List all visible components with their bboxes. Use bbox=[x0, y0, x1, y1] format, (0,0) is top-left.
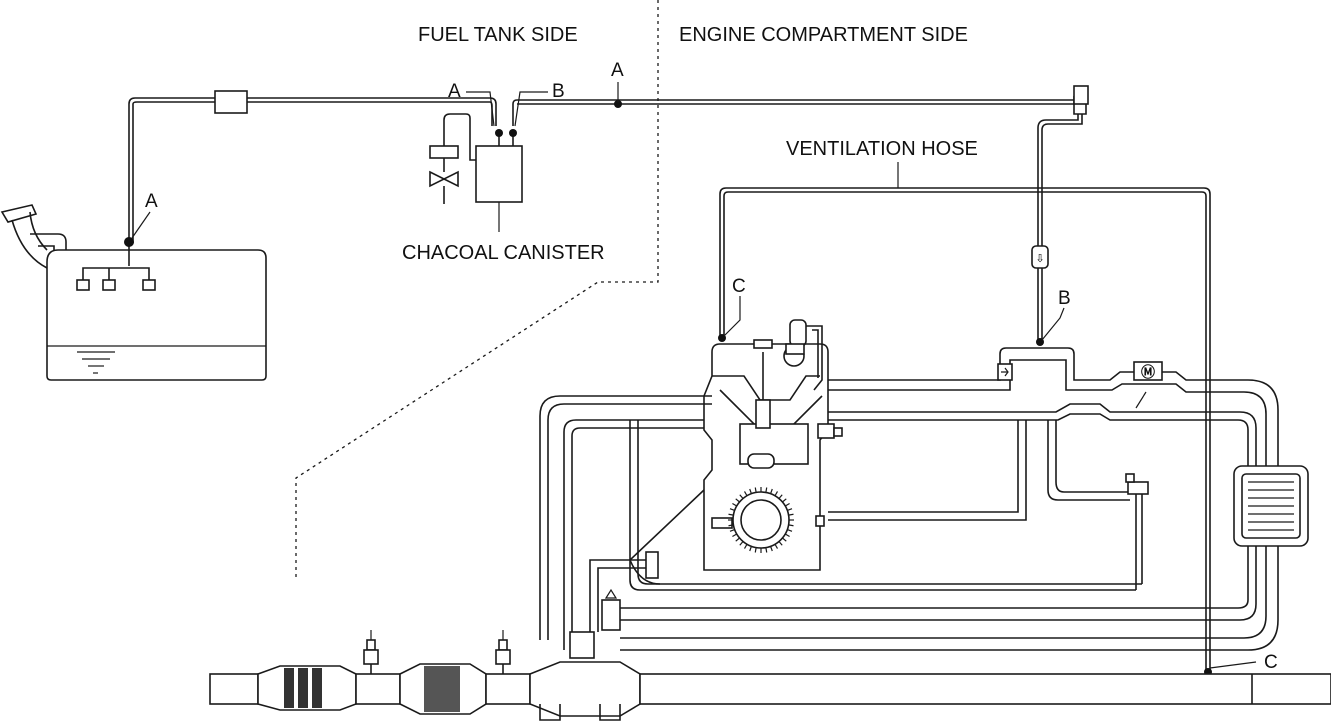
ventilation-hose-label: VENTILATION HOSE bbox=[786, 138, 978, 160]
crank-tooth bbox=[774, 491, 779, 497]
crank-tooth bbox=[782, 498, 787, 503]
crank-tooth bbox=[743, 491, 748, 497]
label-exhaust-C: C bbox=[1264, 652, 1278, 673]
crank-tooth bbox=[728, 524, 734, 527]
label-tank-A: A bbox=[145, 191, 158, 212]
sensor-1 bbox=[1125, 473, 1149, 590]
crank-tooth bbox=[770, 546, 773, 552]
label-canister-B: B bbox=[552, 81, 565, 102]
vapor-line-tank bbox=[128, 97, 215, 243]
crank-tooth bbox=[778, 541, 783, 546]
fuel-level-icon bbox=[77, 351, 115, 374]
crank-tooth bbox=[765, 547, 768, 553]
crank-tooth bbox=[735, 498, 740, 503]
crank-tooth bbox=[729, 508, 735, 511]
purge-solenoid bbox=[997, 363, 1013, 381]
oxygen-sensor-1 bbox=[363, 630, 379, 674]
engine bbox=[703, 319, 843, 571]
ventilation-hose bbox=[719, 187, 1211, 672]
crank-tooth bbox=[749, 488, 752, 494]
crank-tooth bbox=[788, 513, 794, 516]
crank-tooth bbox=[728, 513, 734, 516]
crank-tooth bbox=[754, 487, 757, 493]
label-engine-C: C bbox=[732, 276, 746, 297]
motor-icon: Ⓜ bbox=[1141, 364, 1155, 380]
oxygen-sensor-2 bbox=[495, 630, 511, 674]
label-intake-B: B bbox=[1058, 288, 1071, 309]
crank-tooth bbox=[735, 537, 740, 542]
crank-tooth bbox=[770, 488, 773, 494]
purge-connector bbox=[1073, 85, 1089, 105]
connection-point-line-A bbox=[614, 100, 622, 108]
exhaust-system bbox=[209, 661, 1331, 721]
crank-tooth bbox=[782, 537, 787, 542]
crank-tooth bbox=[732, 502, 738, 507]
fuel-tank-side-label: FUEL TANK SIDE bbox=[418, 24, 578, 46]
label-line-A: A bbox=[611, 60, 624, 81]
label-canister-A: A bbox=[448, 81, 461, 102]
check-valve: ⇩ bbox=[1031, 245, 1049, 269]
air-cleaner bbox=[1233, 465, 1309, 547]
fuel-tank bbox=[46, 249, 267, 381]
crank-tooth bbox=[765, 487, 768, 493]
crank-tooth bbox=[778, 494, 783, 499]
side-divider bbox=[295, 0, 659, 580]
fuel-filter bbox=[214, 90, 248, 114]
crank-teeth bbox=[728, 487, 794, 553]
crank-tooth bbox=[749, 546, 752, 552]
crank-tooth bbox=[729, 529, 735, 532]
crank-tooth bbox=[754, 547, 757, 553]
crank-tooth bbox=[784, 502, 790, 507]
intake-manifold: Ⓜ bbox=[620, 347, 1279, 651]
crank-tooth bbox=[743, 543, 748, 549]
crank-tooth bbox=[788, 524, 794, 527]
crank-tooth bbox=[774, 543, 779, 549]
filler-neck bbox=[0, 204, 67, 269]
crank-tooth bbox=[784, 533, 790, 538]
svg-text:⇩: ⇩ bbox=[1035, 252, 1044, 265]
charcoal-canister-label: CHACOAL CANISTER bbox=[402, 242, 605, 264]
crank-tooth bbox=[787, 508, 793, 511]
crank-tooth bbox=[739, 541, 744, 546]
charcoal-canister bbox=[429, 113, 523, 232]
crank-tooth bbox=[787, 529, 793, 532]
egr-valve bbox=[569, 551, 659, 659]
crank-tooth bbox=[732, 533, 738, 538]
connection-point-tank-A bbox=[124, 237, 134, 247]
engine-compartment-side-label: ENGINE COMPARTMENT SIDE bbox=[679, 24, 968, 46]
crank-tooth bbox=[739, 494, 744, 499]
